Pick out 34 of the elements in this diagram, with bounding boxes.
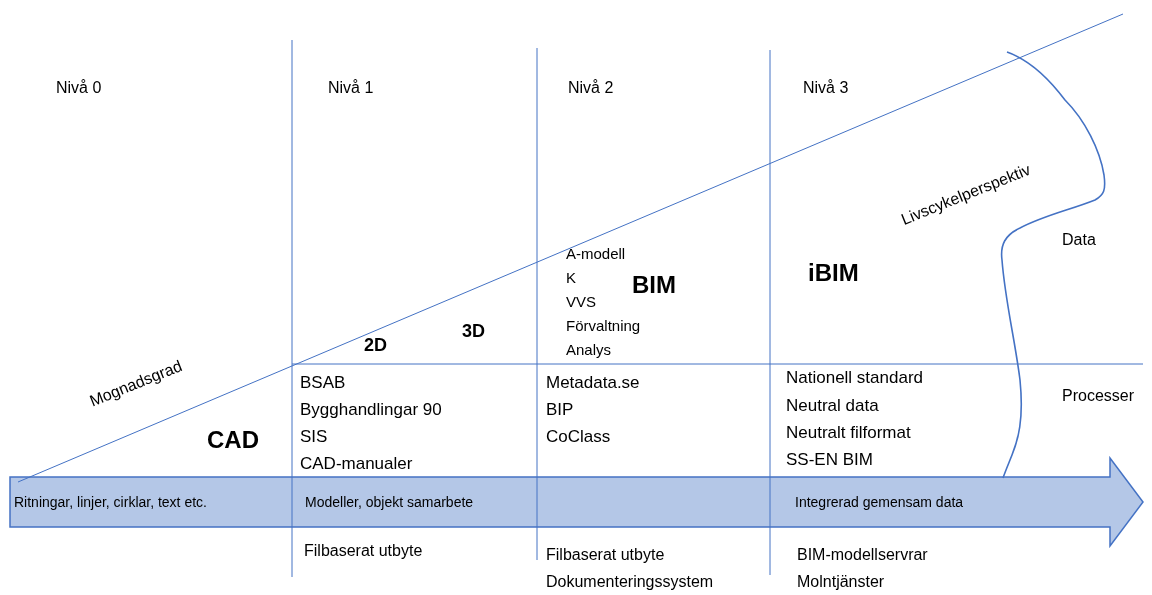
text-label: iBIM — [808, 259, 859, 287]
text-label: Nivå 0 — [56, 79, 102, 98]
text-label: Nivå 2 — [568, 79, 614, 98]
text-label: Nivå 3 — [803, 79, 849, 98]
text-label: CAD — [207, 426, 259, 454]
text-label: Nationell standard — [786, 368, 924, 388]
text-label: 3D — [462, 321, 485, 342]
text-label: A-modell — [566, 245, 626, 263]
arrow-label: Modeller, objekt samarbete — [305, 493, 474, 511]
text-label: VVS — [566, 293, 596, 311]
text-label: Dokumenteringssystem — [546, 573, 714, 592]
arrow-label: Integrerad gemensam data — [795, 493, 964, 511]
text-label: CAD-manualer — [300, 454, 413, 474]
text-label: BSAB — [300, 373, 346, 393]
text-label: Neutralt filformat — [786, 423, 911, 443]
text-label: Nivå 1 — [328, 79, 374, 98]
text-label: BIM-modellservrar — [797, 546, 928, 565]
text-label: Filbaserat utbyte — [304, 542, 423, 561]
text-label: Molntjänster — [797, 573, 885, 592]
text-label: Bygghandlingar 90 — [300, 400, 442, 420]
text-label: 2D — [364, 335, 387, 356]
text-label: K — [566, 269, 576, 287]
text-label: SIS — [300, 427, 328, 447]
text-label: CoClass — [546, 427, 611, 447]
text-label: Processer — [1062, 387, 1135, 406]
text-label: Metadata.se — [546, 373, 640, 393]
text-label: Neutral data — [786, 396, 879, 416]
arrow-label: Ritningar, linjer, cirklar, text etc. — [14, 493, 207, 511]
text-label: Data — [1062, 231, 1096, 250]
text-label: Analys — [566, 341, 612, 359]
text-label: Förvaltning — [566, 317, 641, 335]
text-label: BIP — [546, 400, 574, 420]
text-label: BIM — [632, 271, 676, 299]
text-label: SS-EN BIM — [786, 450, 873, 470]
